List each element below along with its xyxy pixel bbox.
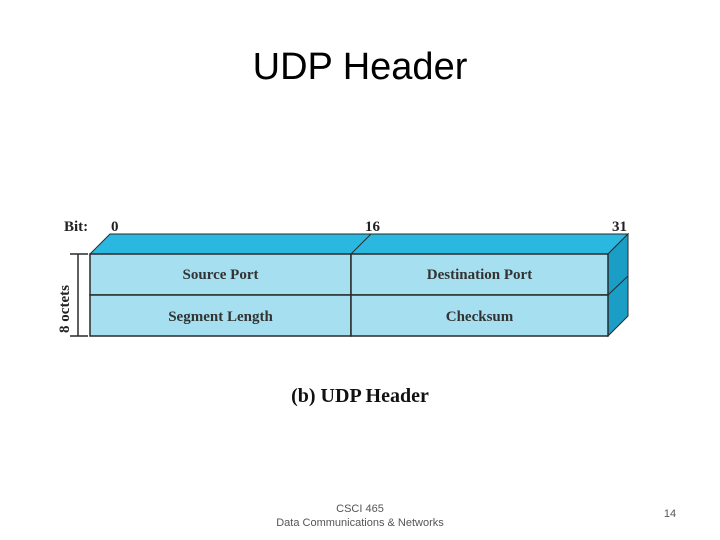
slide-title: UDP Header xyxy=(252,46,468,88)
page-number: 14 xyxy=(663,508,677,520)
figure-caption: (b) UDP Header xyxy=(291,385,429,407)
bit-tick-31: 31 xyxy=(612,219,627,235)
field-segment-length: Segment Length xyxy=(168,309,273,325)
slide-footer: CSCI 465 Data Communications & Networks xyxy=(210,502,510,530)
bit-label: Bit: xyxy=(64,219,89,235)
bit-tick-16: 16 xyxy=(365,219,380,235)
footer-subtitle: Data Communications & Networks xyxy=(276,517,444,529)
bit-tick-0: 0 xyxy=(111,219,119,235)
row-2-right xyxy=(350,294,609,337)
box-top-face xyxy=(88,233,630,255)
top-face-divider xyxy=(350,233,372,255)
row-1-right xyxy=(350,253,609,296)
field-destination-port: Destination Port xyxy=(426,267,533,283)
footer-course: CSCI 465 xyxy=(336,503,384,515)
field-checksum: Checksum xyxy=(445,309,514,325)
side-row-divider xyxy=(607,275,629,296)
octets-label: 8 octets xyxy=(57,285,73,333)
field-source-port: Source Port xyxy=(182,267,259,283)
